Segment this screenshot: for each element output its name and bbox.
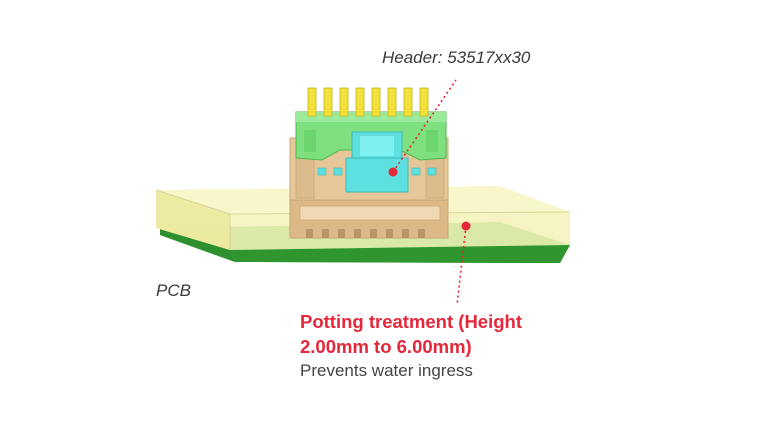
potting-title: Potting treatment (Height 2.00mm to 6.00… <box>300 309 540 359</box>
latch <box>345 131 409 193</box>
potting-title-line2: 2.00mm to 6.00mm) <box>300 336 472 357</box>
header-callout <box>388 79 457 177</box>
pcb-label: PCB <box>156 281 191 300</box>
potting-callout <box>456 221 471 306</box>
header-label: Header: 53517xx30 <box>382 48 531 67</box>
header-pins <box>307 87 429 117</box>
potting-note: Prevents water ingress <box>300 361 473 380</box>
potting-title-line1: Potting treatment (Height <box>300 311 522 332</box>
